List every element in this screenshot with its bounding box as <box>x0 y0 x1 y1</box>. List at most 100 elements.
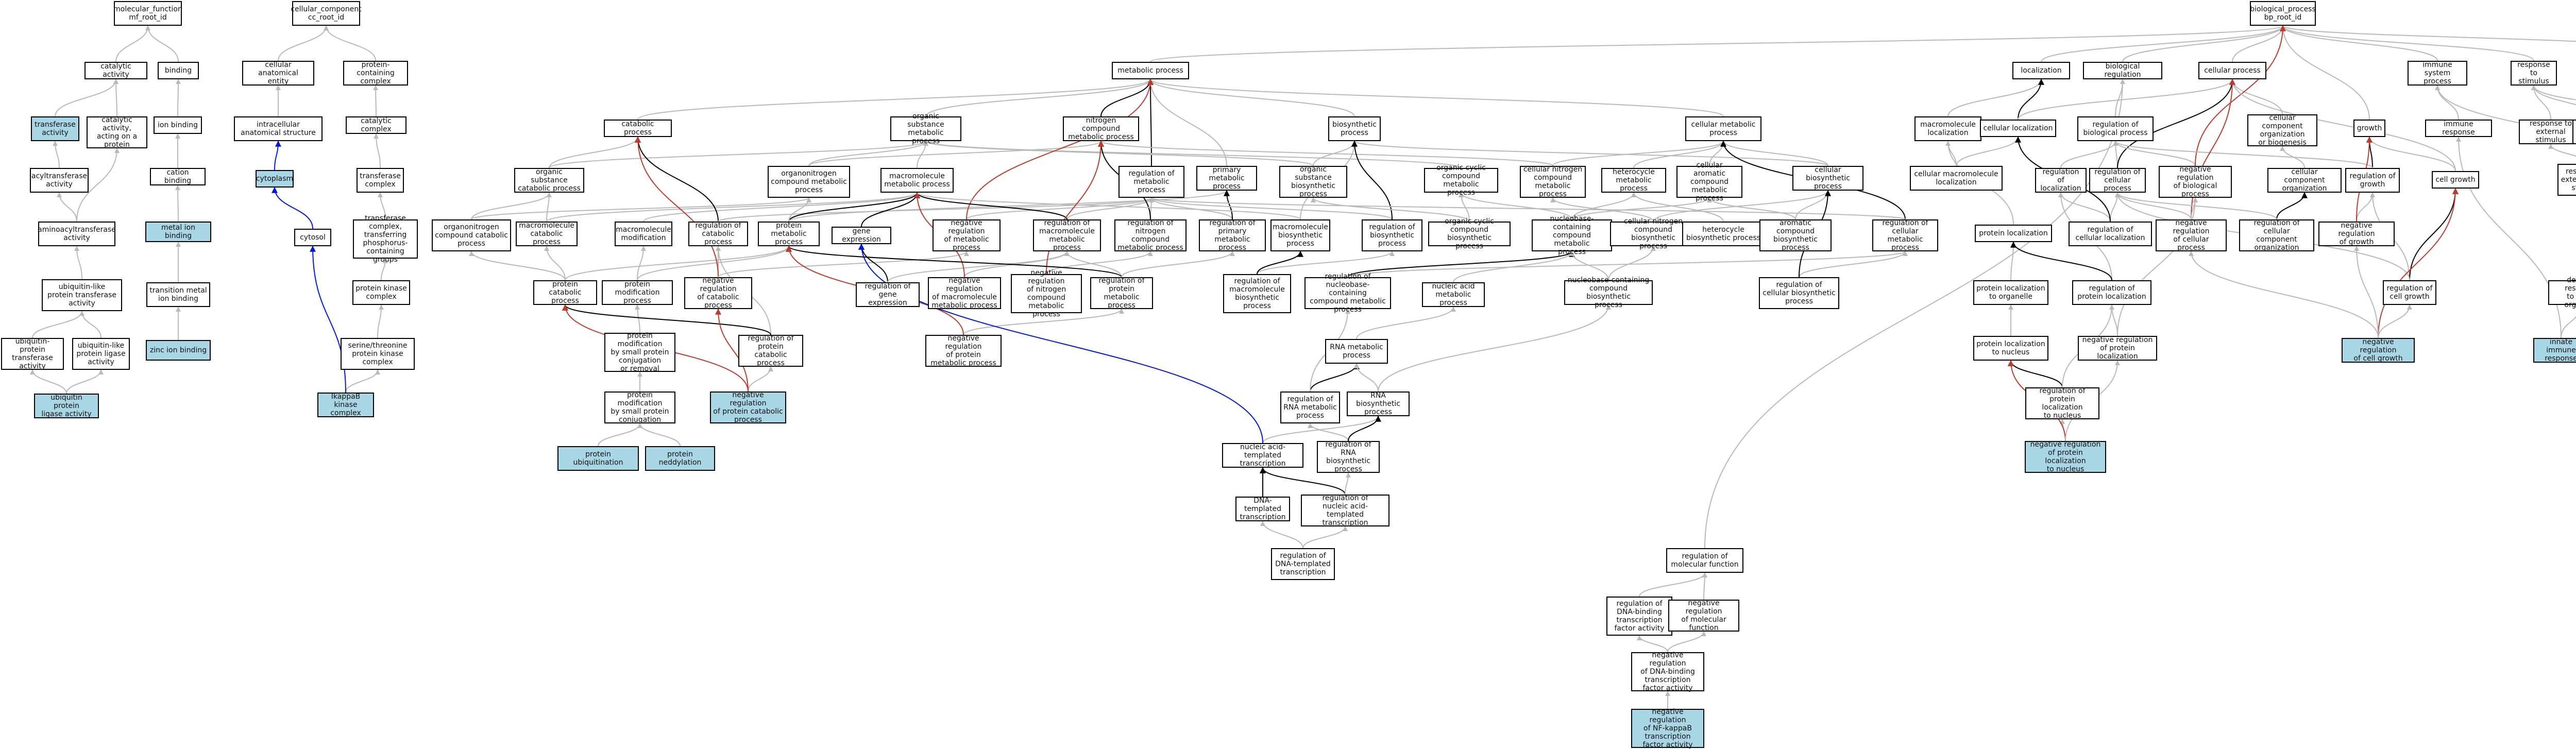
node-ncmet[interactable]: nitrogen compound metabolic process <box>1063 116 1139 141</box>
node-innate[interactable]: innate immune response <box>2533 338 2576 363</box>
node-protloc[interactable]: protein localization <box>1975 225 2052 242</box>
node-pkcomplex[interactable]: protein kinase complex <box>352 280 410 305</box>
node-aminoacyl[interactable]: aminoacyltransferase activity <box>38 222 116 246</box>
node-negregbioproc[interactable]: negative regulation of biological proces… <box>2159 165 2232 198</box>
node-immresp[interactable]: immune response <box>2425 120 2492 137</box>
node-negregprotlocnuc[interactable]: negative regulation of protein localizat… <box>2025 440 2106 473</box>
node-macrobio[interactable]: macromolecule biosynthetic process <box>1270 219 1330 251</box>
node-defrespother[interactable]: defense response to other organism <box>2548 276 2576 309</box>
node-protubiq[interactable]: protein ubiquitination <box>557 446 639 471</box>
node-negregmet[interactable]: negative regulation of metabolic process <box>933 219 1001 252</box>
node-protmodconj[interactable]: protein modification by small protein co… <box>604 391 675 424</box>
node-regprimmet[interactable]: regulation of primary metabolic process <box>1199 219 1266 252</box>
node-protnedd[interactable]: protein neddylation <box>645 446 715 471</box>
node-arombio[interactable]: aromatic compound biosynthetic process <box>1759 219 1832 252</box>
node-respbio[interactable]: response to biotic stimulus <box>2572 120 2576 144</box>
node-regprotloc[interactable]: regulation of protein localization <box>2072 280 2151 305</box>
node-respstim[interactable]: response to stimulus <box>2511 61 2557 86</box>
node-macromod[interactable]: macromolecule modification <box>615 222 672 246</box>
node-negregncmet[interactable]: negative regulation of nitrogen compound… <box>1011 269 1082 318</box>
node-localization[interactable]: localization <box>2012 62 2070 79</box>
node-cat_peptide[interactable]: catalytic activity, acting on a protein <box>87 116 147 149</box>
node-regcellcomporg[interactable]: regulation of cellular component organiz… <box>2239 219 2314 252</box>
node-orgcycmet[interactable]: organic cyclic compound metabolic proces… <box>1424 164 1498 197</box>
node-ubl_ligase[interactable]: ubiquitin-like protein ligase activity <box>72 338 130 370</box>
node-ionbind[interactable]: ion binding <box>154 116 202 134</box>
node-regcellmet[interactable]: regulation of cellular metabolic process <box>1872 219 1938 252</box>
node-cationbind[interactable]: cation binding <box>150 168 206 185</box>
node-rnabio[interactable]: RNA biosynthetic process <box>1347 391 1410 416</box>
node-regprotmet[interactable]: regulation of protein metabolic process <box>1090 277 1153 310</box>
node-cellarommet[interactable]: cellular aromatic compound metabolic pro… <box>1676 161 1742 202</box>
node-dnatrans[interactable]: DNA-templated transcription <box>1235 497 1290 521</box>
node-protmet[interactable]: protein metabolic process <box>758 222 820 246</box>
node-cellmacroloc[interactable]: cellular macromolecule localization <box>1910 166 2003 191</box>
node-metabolic[interactable]: metabolic process <box>1112 62 1189 79</box>
node-intracell[interactable]: intracellular anatomical structure <box>234 116 323 141</box>
node-transcomplex[interactable]: transferase complex <box>357 168 404 193</box>
node-regbio[interactable]: regulation of biosynthetic process <box>1362 219 1422 251</box>
node-regnbcmet[interactable]: regulation of nucleobase-containing comp… <box>1304 273 1391 314</box>
node-orgnitromet[interactable]: organonitrogen compound metabolic proces… <box>768 166 850 198</box>
node-macromet[interactable]: macromolecule metabolic process <box>880 168 954 193</box>
node-regmacrobio[interactable]: regulation of macromolecule biosynthetic… <box>1223 274 1291 313</box>
node-regmolfunc[interactable]: regulation of molecular function <box>1666 548 1743 573</box>
node-negreggrowth[interactable]: negative regulation of growth <box>2318 222 2395 246</box>
node-regdnabind[interactable]: regulation of DNA-binding transcription … <box>1606 597 1672 636</box>
node-negregcellgrowth[interactable]: negative regulation of cell growth <box>2342 338 2415 363</box>
node-natrans[interactable]: nucleic acid-templated transcription <box>1222 443 1303 468</box>
node-tcphos[interactable]: transferase complex, transferring phosph… <box>353 214 418 264</box>
node-acyltrans[interactable]: acyltransferase activity <box>30 168 89 193</box>
node-negregnfkb[interactable]: negative regulation of NF-kappaB transcr… <box>1631 708 1704 749</box>
node-bp[interactable]: biological_process bp_root_id <box>2250 1 2316 26</box>
node-mf[interactable]: molecular_function mf_root_id <box>113 1 182 26</box>
node-cytosol[interactable]: cytosol <box>294 229 331 246</box>
node-regmet[interactable]: regulation of metabolic process <box>1118 166 1184 198</box>
node-primmet[interactable]: primary metabolic process <box>1196 166 1257 191</box>
node-binding[interactable]: binding <box>158 62 199 79</box>
node-negregprotcat[interactable]: negative regulation of protein catabolic… <box>710 391 786 424</box>
node-regmacromet[interactable]: regulation of macromolecule metabolic pr… <box>1033 219 1101 252</box>
node-heterobio[interactable]: heterocycle biosynthetic process <box>1682 222 1765 246</box>
node-protlocnuc[interactable]: protein localization to nucleus <box>1973 336 2048 361</box>
node-transferase[interactable]: transferase activity <box>31 116 79 141</box>
node-regloc[interactable]: regulation of localization <box>2035 168 2087 193</box>
node-regdnatrans[interactable]: regulation of DNA-templated transcriptio… <box>1271 548 1335 580</box>
node-cellgrowth[interactable]: cell growth <box>2432 171 2479 189</box>
node-protcontain[interactable]: protein-containing complex <box>343 61 408 86</box>
node-orgsubcat[interactable]: organic substance catabolic process <box>514 168 584 193</box>
node-heteromet[interactable]: heterocycle metabolic process <box>1601 168 1666 193</box>
node-biosyn[interactable]: biosynthetic process <box>1328 116 1381 141</box>
node-ub_ligase[interactable]: ubiquitin protein ligase activity <box>34 394 99 418</box>
node-serthr[interactable]: serine/threonine protein kinase complex <box>341 338 415 370</box>
node-cellcomporg2[interactable]: cellular component organization <box>2267 168 2342 193</box>
node-protlocorg[interactable]: protein localization to organelle <box>1973 280 2048 305</box>
node-zinc[interactable]: zinc ion binding <box>146 340 211 361</box>
node-catabolic[interactable]: catabolic process <box>604 120 672 137</box>
node-regnatrans[interactable]: regulation of nucleic acid-templated tra… <box>1301 494 1389 527</box>
node-negregdnabind[interactable]: negative regulation of DNA-binding trans… <box>1631 651 1704 692</box>
node-catact[interactable]: catalytic activity <box>84 62 147 79</box>
node-nbcmet[interactable]: nucleobase-containing compound metabolic… <box>1532 215 1612 256</box>
node-regcellgrowth[interactable]: regulation of cell growth <box>2383 280 2436 305</box>
node-growth[interactable]: growth <box>2353 120 2385 137</box>
node-regcat[interactable]: regulation of catabolic process <box>688 222 748 246</box>
node-regprotcat[interactable]: regulation of protein catabolic process <box>738 334 803 367</box>
node-bioreg[interactable]: biological regulation <box>2083 62 2162 79</box>
node-respext[interactable]: response to external stimulus <box>2519 120 2576 144</box>
node-cellloc[interactable]: cellular localization <box>1980 120 2056 137</box>
node-protcat[interactable]: protein catabolic process <box>533 280 597 305</box>
node-regrnabio[interactable]: regulation of RNA biosynthetic process <box>1317 440 1380 473</box>
node-regbioproc[interactable]: regulation of biological process <box>2077 116 2154 141</box>
node-orgnitrocat[interactable]: organonitrogen compound catabolic proces… <box>432 219 511 251</box>
node-ubl_trans[interactable]: ubiquitin-like protein transferase activ… <box>42 279 122 311</box>
node-regprotlocnuc[interactable]: regulation of protein localization to nu… <box>2025 387 2099 420</box>
node-cytoplasm[interactable]: cytoplasm <box>256 170 294 188</box>
node-regcellbio[interactable]: regulation of cellular biosynthetic proc… <box>1759 277 1839 309</box>
node-ikk[interactable]: IkappaB kinase complex <box>317 393 374 417</box>
node-negregprotmet[interactable]: negative regulation of protein metabolic… <box>925 334 1002 367</box>
node-cellmet[interactable]: cellular metabolic process <box>1685 116 1761 141</box>
node-orgcycbio[interactable]: organic cyclic compound biosynthetic pro… <box>1428 217 1511 250</box>
node-metalion[interactable]: metal ion binding <box>145 222 211 242</box>
node-ub_trans[interactable]: ubiquitin-protein transferase activity <box>1 337 64 370</box>
